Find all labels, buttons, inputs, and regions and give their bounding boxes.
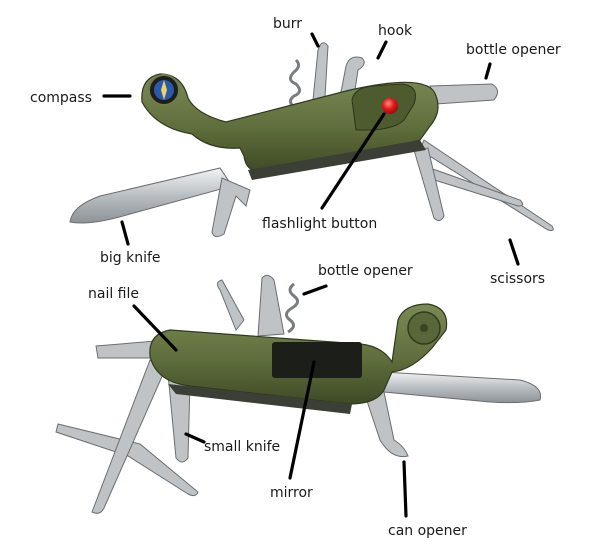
compass-cap-rivet: [420, 324, 428, 332]
label-burr: burr: [273, 16, 302, 32]
label-can-opener: can opener: [388, 523, 467, 539]
leader-flashlight-button: [320, 112, 386, 210]
label-bottle-opener-top: bottle opener: [466, 42, 561, 58]
corkscrew-tool: [289, 58, 301, 110]
label-nail-file: nail file: [88, 286, 139, 302]
label-flashlight-button: flashlight button: [262, 216, 377, 232]
leader-lines: [102, 32, 520, 518]
leader-nail-file: [132, 304, 178, 352]
scissors-tool: [419, 139, 554, 231]
top-handle-liner: [248, 140, 426, 180]
can-opener-tool-top: [211, 177, 251, 238]
top-multitool: [69, 42, 554, 238]
bottle-opener-tool-top: [429, 83, 498, 105]
scissors-handle-bottom: [91, 359, 165, 514]
can-opener-tool: [363, 391, 409, 458]
leader-scissors: [508, 238, 520, 266]
leader-big-knife: [120, 220, 130, 246]
leader-hook: [376, 40, 388, 60]
mirror-panel: [272, 342, 362, 378]
leader-bottle-opener-bottom: [302, 284, 328, 296]
label-hook: hook: [378, 23, 413, 39]
label-scissors: scissors: [490, 271, 545, 287]
label-bottle-opener-bottom: bottle opener: [318, 263, 413, 279]
label-big-knife: big knife: [100, 250, 161, 266]
big-knife-blade-bottom: [381, 371, 542, 404]
big-knife-blade: [69, 167, 233, 224]
scissors-tool-bottom: [55, 423, 199, 497]
leader-can-opener: [402, 460, 408, 518]
bottom-multitool: [55, 274, 542, 514]
leader-burr: [310, 32, 320, 48]
label-compass: compass: [30, 90, 92, 106]
flashlight-button: [382, 98, 398, 114]
leader-small-knife: [184, 432, 206, 444]
corkscrew-tool-bottom: [285, 282, 299, 334]
leader-bottle-opener-top: [484, 62, 492, 80]
bottle-opener-tool-bottom: [257, 274, 285, 337]
small-blade-top: [413, 147, 445, 222]
compass-needle: [161, 80, 167, 100]
labels: burr hook bottle opener compass flashlig…: [30, 16, 561, 539]
scissors-tool-blade: [427, 167, 524, 207]
label-small-knife: small knife: [204, 439, 280, 455]
label-mirror: mirror: [270, 485, 313, 501]
hook-tool-bottom: [216, 279, 245, 331]
leader-mirror: [288, 360, 316, 480]
small-knife-tool: [167, 373, 191, 463]
